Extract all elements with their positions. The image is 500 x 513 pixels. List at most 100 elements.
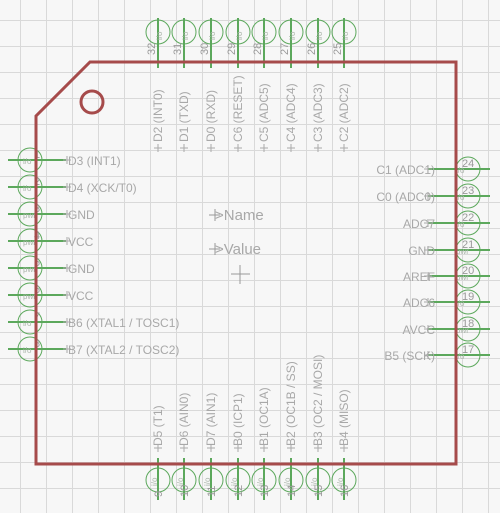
pin-27[interactable]: 27i/o (278, 18, 304, 68)
pin-number: 20 (462, 265, 474, 277)
pin-type: i/o (456, 352, 465, 361)
pin-connection-circle (17, 309, 43, 335)
pin-label: GND (68, 262, 95, 276)
pin-label: D2 (INT0) (151, 89, 165, 142)
pin-number: 19 (462, 291, 474, 303)
pin-connection-circle (278, 467, 304, 493)
pin-number: 16 (339, 485, 351, 497)
pin-connection-circle (331, 467, 357, 493)
pin-type: i/o (288, 31, 297, 40)
pin-label: B3 (OC2 / MOSI) (311, 355, 325, 446)
pin-number: 28 (252, 43, 264, 55)
pin-type: pwr (456, 273, 469, 282)
pin-label: VCC (68, 235, 94, 249)
pin-number: 31 (172, 43, 184, 55)
pin-connection-circle (17, 201, 43, 227)
pin-28[interactable]: 28 i/o (251, 18, 277, 68)
pin-type: i/o (456, 220, 465, 229)
pin-type: i/o (23, 157, 32, 166)
pin-connection-circle (225, 19, 251, 45)
pin-label: C4 (ADC4) (284, 83, 298, 142)
pin-connection-circle (145, 19, 171, 45)
pin-type: i/o (155, 31, 164, 40)
pin-type: i/o (150, 477, 159, 486)
pin-type: i/o (230, 477, 239, 486)
pin-26[interactable]: 26i/o (305, 18, 331, 68)
pin-label: VCC (68, 289, 94, 303)
pin-type: i/o (256, 477, 265, 486)
pin-type: i/o (283, 477, 292, 486)
pin-label: B7 (XTAL2 / TOSC2) (68, 343, 179, 357)
pin-type: i/o (181, 31, 190, 40)
pin-31[interactable]: 31 i/o (171, 18, 197, 68)
pin-label: D5 (T1) (151, 405, 165, 446)
pin-number: 15 (313, 485, 325, 497)
pin-label: C5 (ADC5) (257, 83, 271, 142)
pin-23[interactable]: 23i/o (428, 183, 490, 209)
chip-body-outline[interactable] (34, 60, 458, 466)
component-name-placeholder[interactable]: >Name (215, 207, 264, 224)
pin-connection-circle (145, 467, 171, 493)
pin-number: 23 (462, 185, 474, 197)
pin-connection-circle (305, 467, 331, 493)
pin-connection-circle (171, 19, 197, 45)
pin-label: B6 (XTAL1 / TOSC1) (68, 316, 179, 330)
pin-number: 25 (332, 43, 344, 55)
pin-label: D7 (AIN1) (204, 393, 218, 446)
pin-type: i/o (235, 31, 244, 40)
pin-14[interactable]: 14i/o (278, 458, 304, 500)
pin-connection-circle (251, 19, 277, 45)
pin-number: 21 (462, 239, 474, 251)
pin-19[interactable]: 19i/o (428, 289, 490, 315)
pin-number: 24 (462, 158, 474, 170)
pin-connection-circle (198, 19, 224, 45)
pin-connection-circle (225, 467, 251, 493)
pin-label: B4 (MISO) (337, 389, 351, 446)
pin-type: i/o (23, 346, 32, 355)
pin-connection-circle (278, 19, 304, 45)
pin-label: C2 (ADC2) (337, 83, 351, 142)
pin-type: i/o (203, 477, 212, 486)
pin-label: C0 (ADC0) (376, 190, 435, 204)
pin-connection-circle (17, 336, 43, 362)
pin-number: 12 (233, 485, 245, 497)
pin-number: 18 (462, 318, 474, 330)
pin-25[interactable]: 25i/o (331, 18, 357, 68)
pin-number: 10 (179, 485, 191, 497)
pin-number: 13 (259, 485, 271, 497)
pin-24[interactable]: 24i/o (428, 156, 490, 182)
pin-label: D3 (INT1) (68, 154, 121, 168)
pin-connection-circle (331, 19, 357, 45)
pin-type: pwr (23, 211, 36, 220)
pin-type: i/o (23, 319, 32, 328)
pin-label: ADC6 (403, 296, 435, 310)
pin-number: 17 (462, 344, 474, 356)
pin-label: C3 (ADC3) (311, 83, 325, 142)
pin-type: i/o (310, 477, 319, 486)
pin-30[interactable]: 30i/o (198, 18, 224, 68)
pin-type: i/o (261, 31, 270, 40)
pin-22[interactable]: 22i/o (428, 210, 490, 236)
pin-17[interactable]: 17i/o (428, 342, 490, 368)
pin-number: 11 (206, 486, 218, 497)
pin-label: B1 (OC1A) (257, 387, 271, 446)
pin-32[interactable]: 32i/o (145, 18, 171, 68)
pin-type: i/o (208, 31, 217, 40)
pin-label: AVCC (403, 323, 436, 337)
pin-connection-circle (17, 174, 43, 200)
pin-type: pwr (456, 247, 469, 256)
component-value-placeholder[interactable]: >Value (215, 241, 261, 258)
pin-29[interactable]: 29i/o (225, 18, 251, 68)
pin-type: pwr (23, 238, 36, 247)
pin-label: GND (68, 208, 95, 222)
pin-number: 22 (462, 212, 474, 224)
pin-type: pwr (23, 265, 36, 274)
pin-connection-circle (17, 147, 43, 173)
pin-type: i/o (315, 31, 324, 40)
pin-label: B5 (SCK) (384, 349, 435, 363)
